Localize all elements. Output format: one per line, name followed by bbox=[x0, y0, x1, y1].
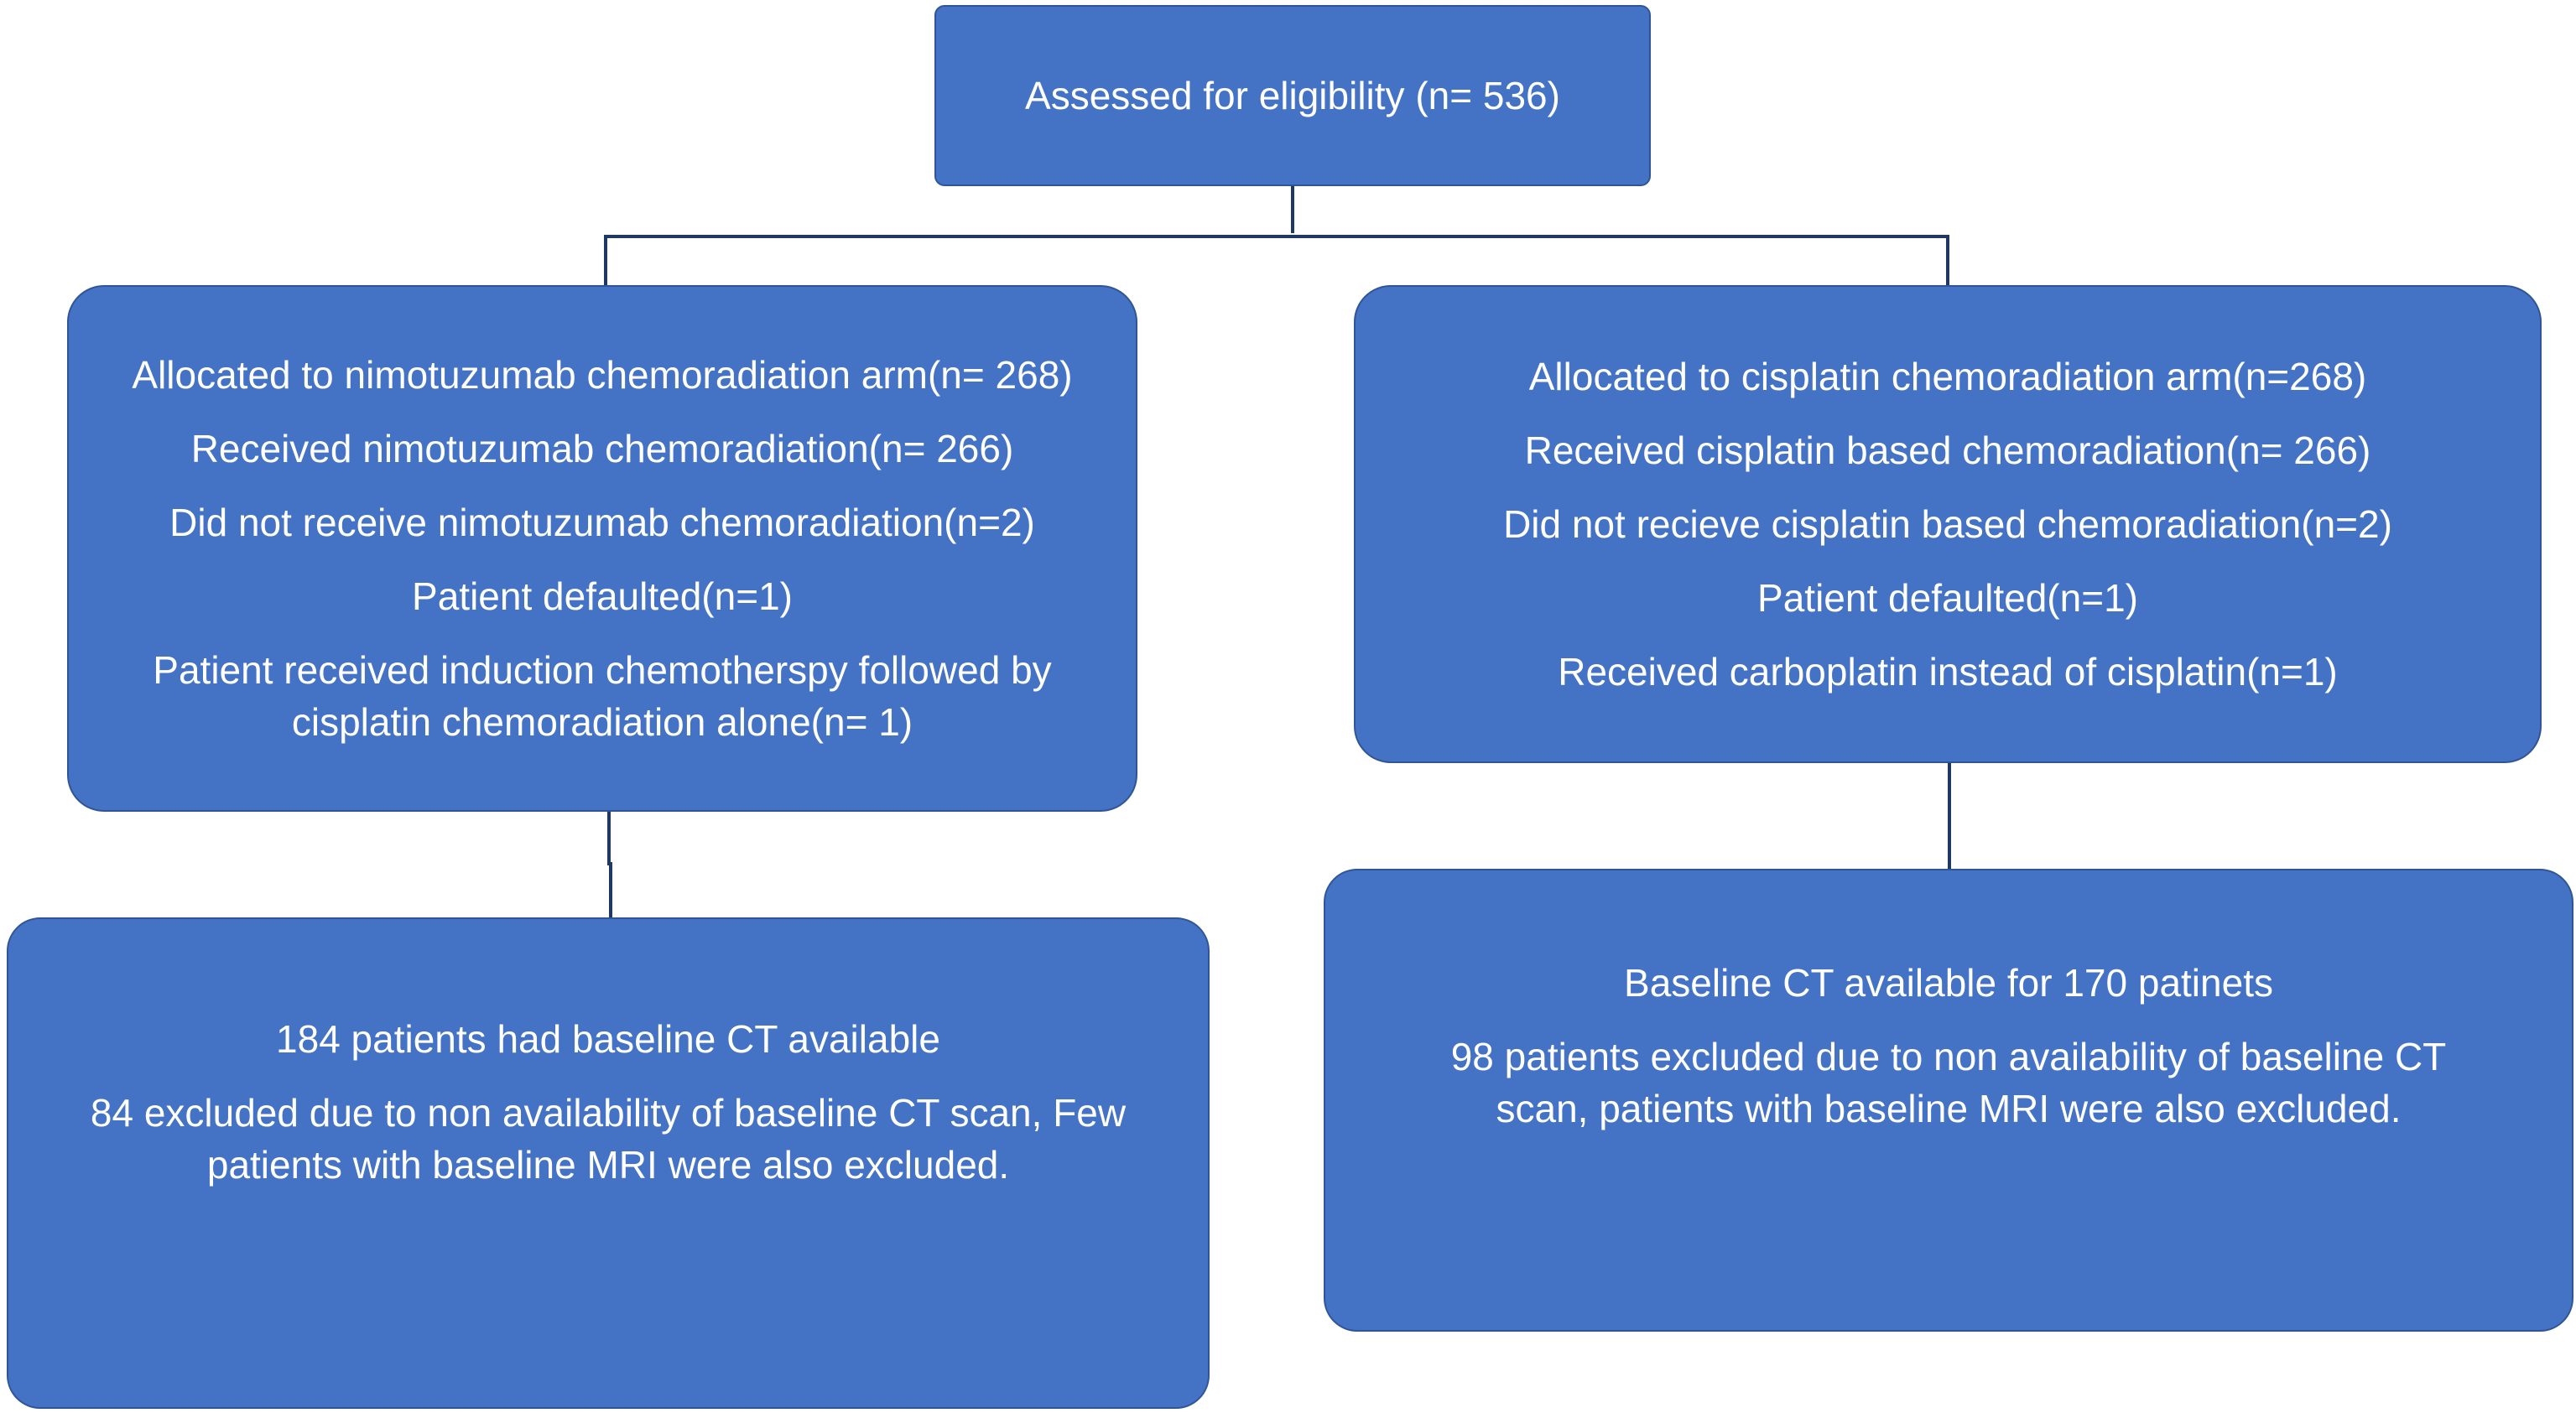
nimotuzumab-received-line: Received nimotuzumab chemoradiation(n= 2… bbox=[190, 427, 1014, 470]
eligibility-line: Assessed for eligibility (n= 536) bbox=[1025, 74, 1560, 117]
cisplatin-ct-excluded-line: 98 patients excluded due to non availabi… bbox=[1450, 1035, 2447, 1130]
cisplatin-received-line: Received cisplatin based chemoradiation(… bbox=[1524, 429, 2371, 472]
cisplatin-arm-box: Allocated to cisplatin chemoradiation ar… bbox=[1354, 285, 2542, 763]
nimotuzumab-ct-excluded-line: 84 excluded due to non availability of b… bbox=[90, 1091, 1127, 1187]
nimotuzumab-arm-box: Allocated to nimotuzumab chemoradiation … bbox=[67, 285, 1137, 812]
cisplatin-not-received-line: Did not recieve cisplatin based chemorad… bbox=[1503, 502, 2392, 546]
nimotuzumab-induction-line: Patient received induction chemotherspy … bbox=[153, 648, 1052, 744]
cisplatin-carboplatin-line: Received carboplatin instead of cisplati… bbox=[1558, 650, 2338, 694]
nimotuzumab-not-received-line: Did not receive nimotuzumab chemoradiati… bbox=[169, 501, 1035, 544]
nimotuzumab-ct-available-line: 184 patients had baseline CT available bbox=[276, 1017, 940, 1061]
connector-left-arm-to-ct bbox=[607, 812, 612, 917]
cisplatin-ct-box: Baseline CT available for 170 patinets 9… bbox=[1324, 869, 2573, 1332]
cisplatin-defaulted-line: Patient defaulted(n=1) bbox=[1757, 576, 2138, 620]
nimotuzumab-defaulted-line: Patient defaulted(n=1) bbox=[412, 574, 793, 618]
nimotuzumab-ct-box: 184 patients had baseline CT available 8… bbox=[7, 917, 1210, 1409]
cisplatin-ct-available-line: Baseline CT available for 170 patinets bbox=[1624, 961, 2273, 1005]
nimotuzumab-allocated-line: Allocated to nimotuzumab chemoradiation … bbox=[132, 353, 1073, 397]
cisplatin-allocated-line: Allocated to cisplatin chemoradiation ar… bbox=[1528, 355, 2367, 398]
eligibility-box: Assessed for eligibility (n= 536) bbox=[934, 5, 1651, 186]
